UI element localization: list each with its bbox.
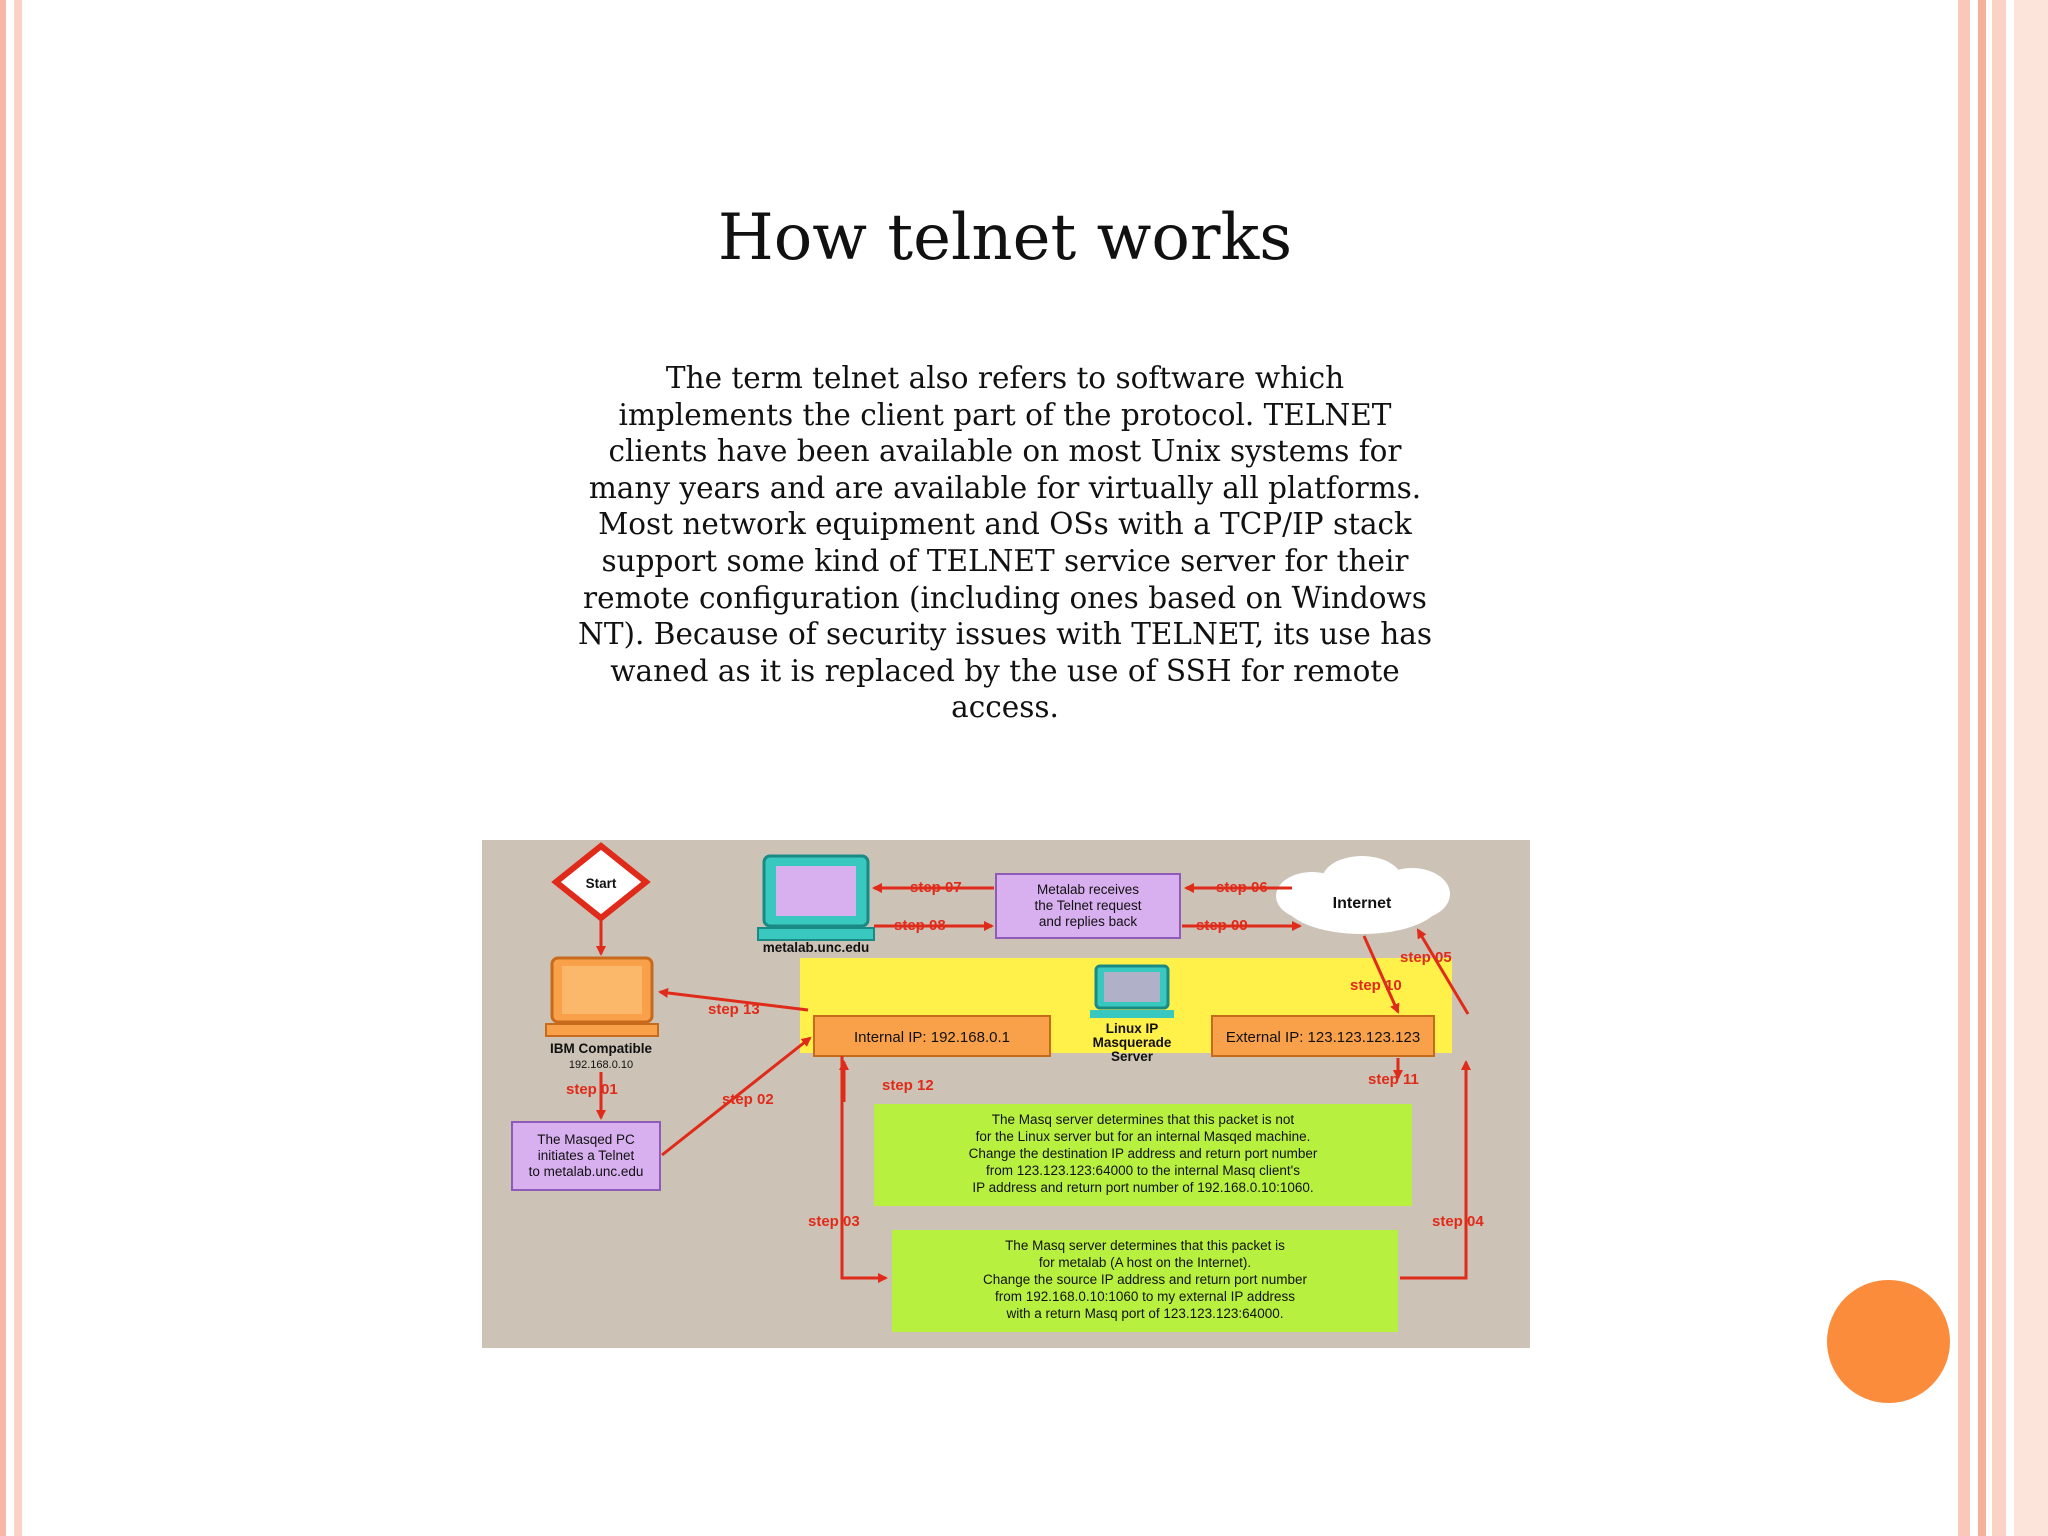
metalab-host: metalab.unc.edu bbox=[763, 940, 870, 955]
paragraph-line: implements the client part of the protoc… bbox=[618, 397, 1392, 432]
masqed-line: initiates a Telnet bbox=[538, 1148, 635, 1163]
paragraph-line: The term telnet also refers to software … bbox=[665, 361, 1345, 395]
green-top-line: from 123.123.123:64000 to the internal M… bbox=[986, 1163, 1300, 1178]
arrow-step04 bbox=[1400, 1060, 1471, 1280]
step-label: step 05 bbox=[1400, 949, 1452, 966]
green-bottom-line: The Masq server determines that this pac… bbox=[1005, 1238, 1285, 1253]
paragraph-line: clients have been available on most Unix… bbox=[608, 434, 1402, 469]
external-ip: External IP: 123.123.123.123 bbox=[1226, 1029, 1420, 1046]
step-label: step 13 bbox=[708, 1001, 760, 1018]
ibm-ip: 192.168.0.10 bbox=[569, 1059, 633, 1071]
paragraph-line: Most network equipment and OSs with a TC… bbox=[598, 507, 1412, 542]
metalab-line: Metalab receives bbox=[1037, 882, 1139, 897]
diagram-svg: Start IBM Compatible 192.168.0.10 The Ma… bbox=[511, 842, 1484, 1332]
step-label: step 01 bbox=[566, 1081, 618, 1098]
slide-frame-right-stripe bbox=[1978, 0, 1986, 1536]
green-bottom-line: with a return Masq port of 123.123.123:6… bbox=[1006, 1306, 1284, 1321]
slide-frame-right-edge bbox=[2014, 0, 2048, 1536]
step-label: step 09 bbox=[1196, 917, 1248, 934]
step-label: step 03 bbox=[808, 1213, 860, 1230]
metalab-line: and replies back bbox=[1039, 914, 1138, 929]
arrow-step05 bbox=[1416, 928, 1470, 1015]
arrow-step13 bbox=[658, 988, 809, 1012]
step-label: step 04 bbox=[1432, 1213, 1484, 1230]
green-top-line: Change the destination IP address and re… bbox=[969, 1146, 1318, 1161]
step-label: step 12 bbox=[882, 1077, 934, 1094]
step-label: step 07 bbox=[910, 879, 962, 896]
slide-frame-left bbox=[0, 0, 6, 1536]
masqed-line: to metalab.unc.edu bbox=[529, 1164, 644, 1179]
ibm-label: IBM Compatible bbox=[550, 1041, 652, 1056]
start-label: Start bbox=[586, 876, 617, 891]
linux-label: Server bbox=[1111, 1049, 1154, 1064]
masqed-pc-box bbox=[511, 1121, 661, 1191]
linux-label: Linux IP bbox=[1106, 1021, 1159, 1036]
green-box-bottom bbox=[892, 1230, 1398, 1332]
metalab-computer-icon bbox=[757, 854, 875, 941]
slide-frame-left-inner bbox=[14, 0, 22, 1536]
slide-paragraph: The term telnet also refers to software … bbox=[470, 360, 1540, 726]
arrow-step02 bbox=[661, 1036, 812, 1157]
paragraph-line: access. bbox=[951, 690, 1059, 725]
start-node: Start bbox=[551, 842, 651, 922]
green-box-top bbox=[874, 1104, 1412, 1206]
paragraph-line: support some kind of TELNET service serv… bbox=[601, 543, 1409, 578]
metalab-line: the Telnet request bbox=[1034, 898, 1141, 913]
step-label: step 10 bbox=[1350, 977, 1402, 994]
green-bottom-line: from 192.168.0.10:1060 to my external IP… bbox=[995, 1289, 1295, 1304]
internal-ip: Internal IP: 192.168.0.1 bbox=[854, 1029, 1010, 1046]
step-label: step 08 bbox=[894, 917, 946, 934]
internal-ip-box bbox=[813, 1015, 1051, 1057]
slide-title: How telnet works bbox=[717, 201, 1293, 275]
paragraph-line: NT). Because of security issues with TEL… bbox=[578, 617, 1432, 652]
slide-frame-right bbox=[1958, 0, 1970, 1536]
telnet-diagram: Start IBM Compatible 192.168.0.10 The Ma… bbox=[482, 840, 1530, 1348]
masqed-line: The Masqed PC bbox=[537, 1132, 635, 1147]
paragraph-line: waned as it is replaced by the use of SS… bbox=[610, 653, 1400, 688]
green-top-line: The Masq server determines that this pac… bbox=[992, 1112, 1295, 1127]
paragraph-line: many years and are available for virtual… bbox=[588, 470, 1422, 505]
green-top-line: for the Linux server but for an internal… bbox=[976, 1129, 1311, 1144]
linux-server-icon bbox=[1090, 964, 1174, 1018]
slide-frame-right-stripe-2 bbox=[1992, 0, 2006, 1536]
arrow-step10 bbox=[1362, 935, 1400, 1014]
paragraph-line: remote configuration (including ones bas… bbox=[583, 580, 1427, 615]
arrow-step03 bbox=[840, 1056, 888, 1283]
metalab-box bbox=[995, 873, 1181, 939]
internet-cloud-icon bbox=[1276, 856, 1450, 934]
step-label: step 06 bbox=[1216, 879, 1268, 896]
green-bottom-line: for metalab (A host on the Internet). bbox=[1039, 1255, 1251, 1270]
internet-label: Internet bbox=[1333, 895, 1392, 912]
accent-circle bbox=[1827, 1280, 1950, 1403]
step-label: step 11 bbox=[1368, 1071, 1419, 1088]
arrows bbox=[596, 883, 1471, 1283]
green-top-line: IP address and return port number of 192… bbox=[972, 1180, 1313, 1195]
linux-label: Masquerade bbox=[1093, 1035, 1172, 1050]
ibm-computer-icon bbox=[545, 956, 659, 1037]
external-ip-box bbox=[1211, 1015, 1435, 1057]
green-bottom-line: Change the source IP address and return … bbox=[983, 1272, 1307, 1287]
step-label: step 02 bbox=[722, 1091, 774, 1108]
